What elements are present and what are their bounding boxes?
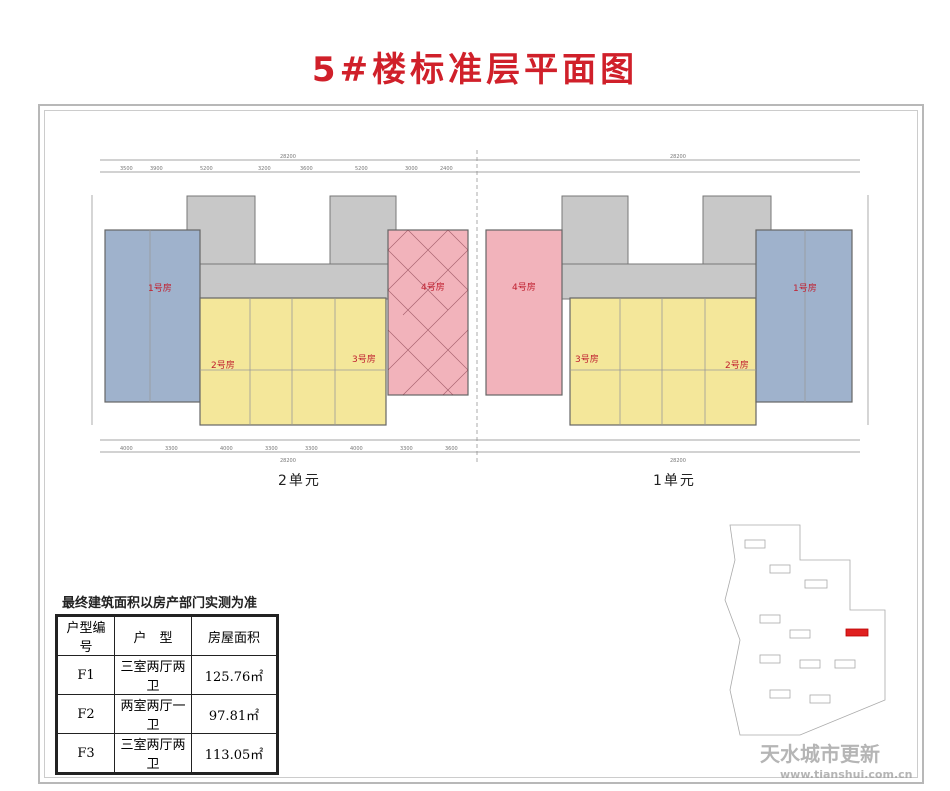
unit-1-left: [104, 229, 201, 403]
room-labels: 1号房 2号房 3号房 4号房 4号房 3号房 2号房 1号房: [148, 281, 817, 371]
label: 97.81㎡: [191, 694, 278, 734]
label: 28200: [670, 458, 686, 464]
room-label-2b: 2号房: [725, 359, 749, 371]
label: 3300: [400, 446, 413, 452]
room-label-4b: 4号房: [512, 281, 536, 293]
unit-1-label: 1单元: [653, 473, 696, 489]
label: 3300: [305, 446, 318, 452]
label: 3300: [165, 446, 178, 452]
label: 3900: [150, 166, 163, 172]
label: 三室两厅两卫: [114, 733, 192, 774]
area-caption: 最终建筑面积以房产部门实测为准: [62, 596, 258, 611]
label: 5200: [200, 166, 213, 172]
label: 3500: [120, 166, 133, 172]
room-label-1: 1号房: [148, 282, 172, 294]
label: 房屋面积: [191, 615, 278, 656]
label: 两室两厅一卫: [114, 694, 192, 734]
room-label-3: 3号房: [352, 353, 376, 365]
label: 三室两厅两卫: [114, 655, 192, 695]
unit-2-label: 2单元: [278, 473, 321, 489]
dimension-lines: [91, 150, 869, 465]
room-walls: [149, 230, 806, 425]
label: F3: [56, 733, 115, 774]
plan-frame: [38, 104, 924, 784]
current-building-marker: [845, 628, 869, 637]
units-2-3-left: [199, 297, 387, 426]
label: 3600: [445, 446, 458, 452]
watermark-logo: 天水城市更新: [760, 742, 880, 766]
label: 3600: [300, 166, 313, 172]
label: 28200: [280, 154, 296, 160]
label: 28200: [280, 458, 296, 464]
units: [104, 229, 853, 426]
label: 4000: [220, 446, 233, 452]
label: 4000: [350, 446, 363, 452]
site-map-thumbnail: [724, 524, 886, 736]
table-header: 户型编号 户 型 房屋面积: [56, 615, 278, 656]
unit-4-right: [485, 229, 563, 396]
label: 5200: [355, 166, 368, 172]
room-label-3b: 3号房: [575, 353, 599, 365]
label: 4000: [120, 446, 133, 452]
label: 3200: [258, 166, 271, 172]
unit-4-left: [387, 229, 469, 396]
label: 113.05㎡: [191, 733, 278, 774]
room-label-1b: 1号房: [793, 282, 817, 294]
label: F2: [56, 694, 115, 734]
label: 户 型: [114, 615, 192, 656]
unit-1-right: [755, 229, 853, 403]
page-title: 5#楼标准层平面图: [311, 50, 639, 90]
label: F1: [56, 655, 115, 695]
label: 28200: [670, 154, 686, 160]
label: 3300: [265, 446, 278, 452]
stair-cores: [186, 195, 772, 300]
room-label-4: 4号房: [421, 281, 445, 293]
hatch: [387, 229, 469, 396]
label: 户型编号: [56, 615, 115, 656]
label: 125.76㎡: [191, 655, 278, 695]
watermark-url: www.tianshui.com.cn: [780, 768, 913, 781]
label: 3000: [405, 166, 418, 172]
room-label-2: 2号房: [211, 359, 235, 371]
label: 2400: [440, 166, 453, 172]
units-2-3-right: [569, 297, 757, 426]
